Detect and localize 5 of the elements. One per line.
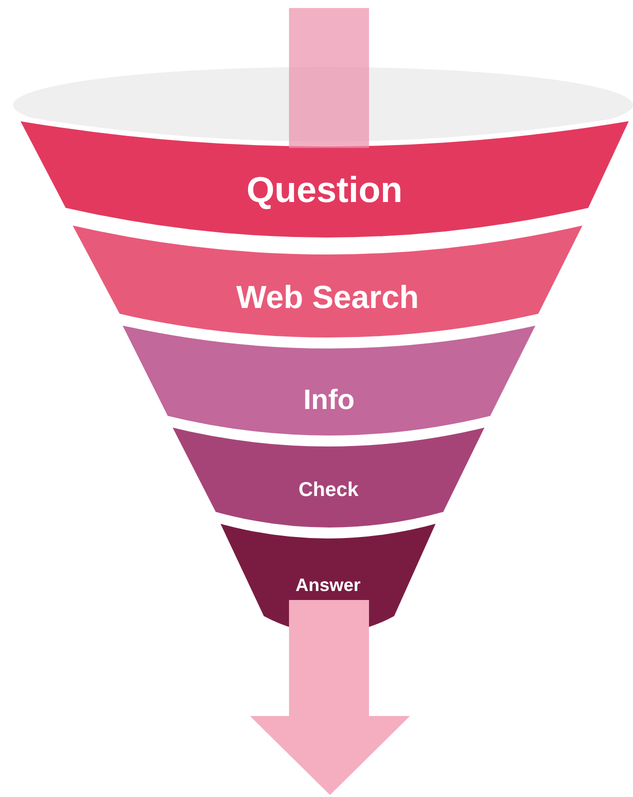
- stage-label: Info: [302, 386, 356, 414]
- stage-label: Answer: [294, 576, 362, 594]
- stage-label: Question: [245, 172, 404, 208]
- stage-label: Web Search: [235, 281, 420, 313]
- stage-label: Check: [297, 480, 360, 500]
